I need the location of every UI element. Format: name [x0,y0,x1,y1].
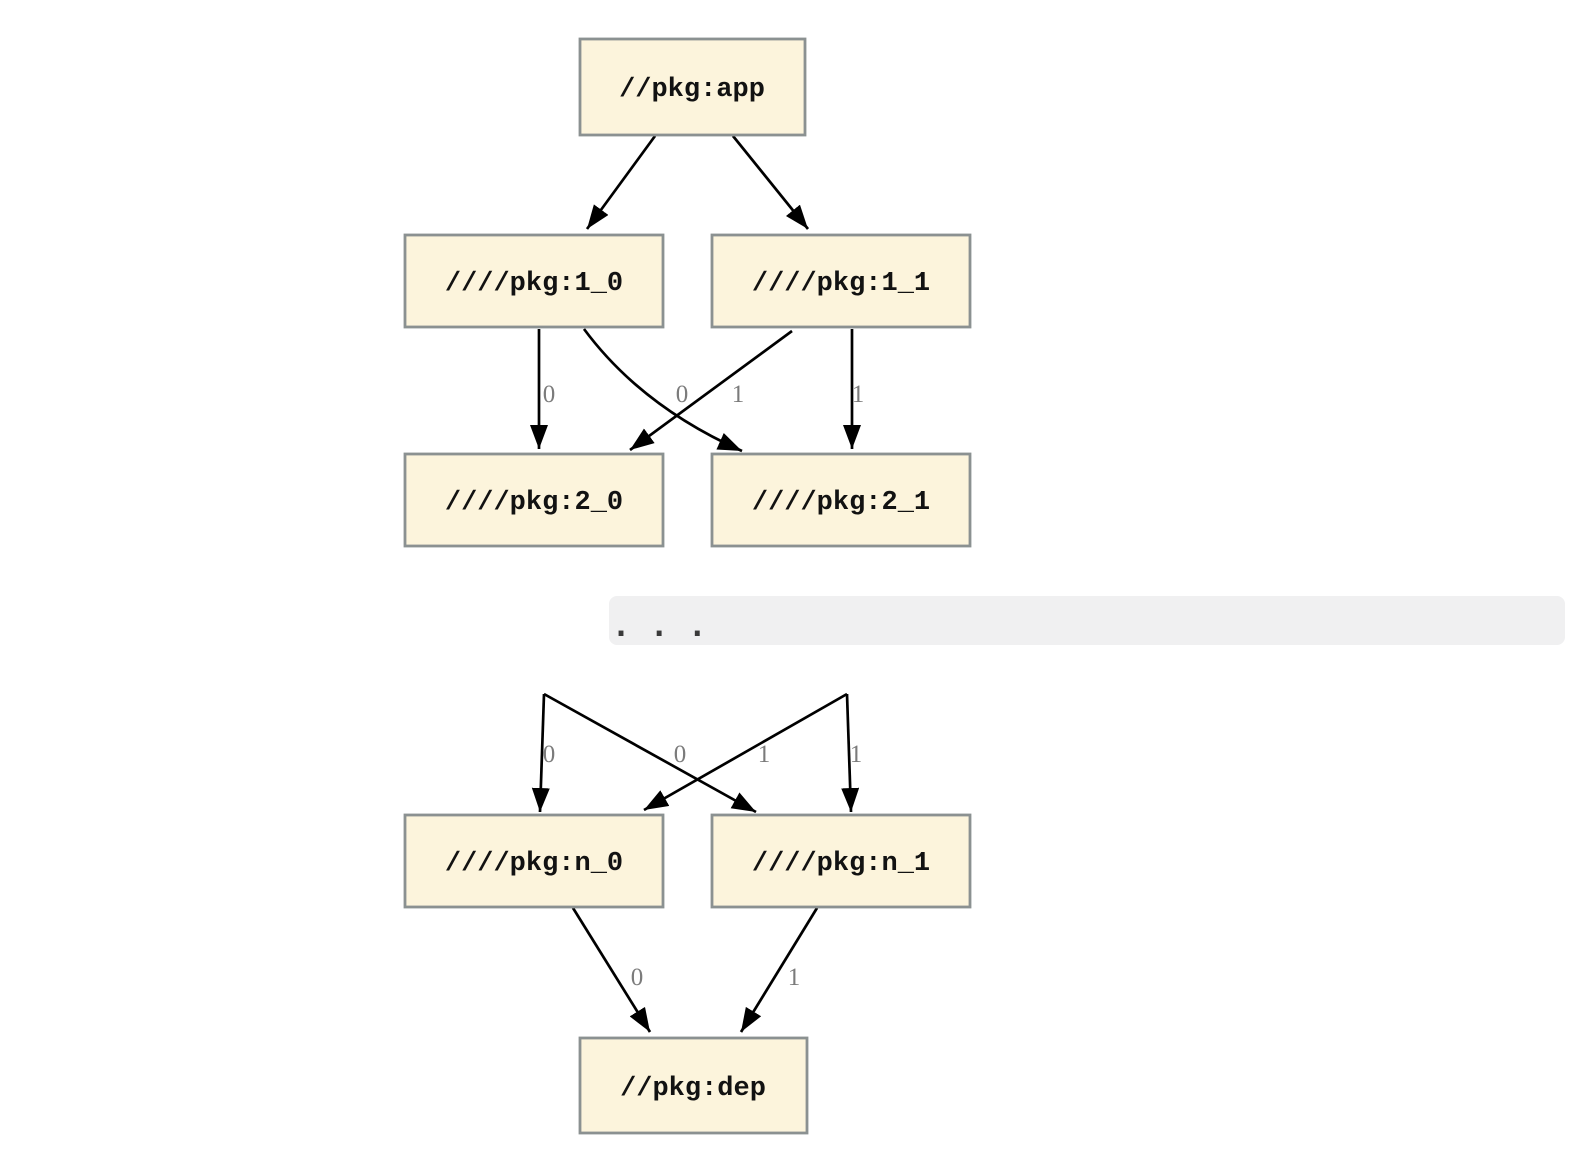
node-pkg-app-box [578,37,807,137]
edge-n_0-to-dep [571,907,652,1033]
node-pkg-dep-label: //pkg:dep [620,1074,766,1104]
node-pkg-dep: //pkg:dep [578,1036,809,1135]
elision-separator-bar [609,596,1565,645]
edge-elided-to-n_0 [531,693,550,813]
edge-1_0-to-2_1 [582,328,743,453]
node-pkg-n_0-label: ////pkg:n_0 [445,849,623,879]
edge-label-elided-n_1-cross: 1 [758,741,771,768]
node-pkg-dep-box [578,1036,809,1135]
edge-label-1_0-2_0: 0 [543,381,556,408]
edge-label-elided-n_0: 0 [543,741,556,768]
elision-dots: . . . [612,609,707,644]
node-pkg-2_0-box [403,452,665,548]
node-pkg-2_0-label: ////pkg:2_0 [445,488,623,518]
edge-app-to-1_1 [731,135,810,230]
node-pkg-n_0: ////pkg:n_0 [403,813,665,909]
node-pkg-2_1-label: ////pkg:2_1 [752,488,930,518]
node-pkg-n_1-label: ////pkg:n_1 [752,849,930,879]
node-pkg-2_1: ////pkg:2_1 [710,452,972,548]
edge-1_1-to-2_0 [629,329,793,452]
node-pkg-n_0-box [403,813,665,909]
edge-label-elided-n_1: 1 [850,741,863,768]
node-pkg-1_0-label: ////pkg:1_0 [445,269,623,299]
edge-n_1-to-dep [739,907,819,1033]
edge-elided-to-n_0-cross [643,692,848,812]
edge-label-1_1-2_1: 1 [852,381,865,408]
edge-elided-to-n_1 [841,693,860,813]
elision-separator: . . . [609,596,1565,645]
node-pkg-1_0: ////pkg:1_0 [403,233,665,329]
node-pkg-2_0: ////pkg:2_0 [403,452,665,548]
edge-label-1_1-2_0: 0 [676,381,689,408]
edge-label-elided-n_0-cross: 0 [674,741,687,768]
node-pkg-2_1-box [710,452,972,548]
edge-elided-to-n_1-cross [543,692,757,814]
edge-app-to-1_0 [585,135,657,230]
node-pkg-app: //pkg:app [578,37,807,137]
node-pkg-n_1-box [710,813,972,909]
node-pkg-n_1: ////pkg:n_1 [710,813,972,909]
edge-label-n_0-dep: 0 [631,964,644,991]
edge-label-n_1-dep: 1 [788,964,801,991]
node-pkg-1_1: ////pkg:1_1 [710,233,972,329]
node-pkg-1_0-box [403,233,665,329]
edge-label-1_0-2_1: 1 [732,381,745,408]
node-pkg-1_1-box [710,233,972,329]
node-pkg-1_1-label: ////pkg:1_1 [752,269,930,299]
node-pkg-app-label: //pkg:app [619,75,765,105]
